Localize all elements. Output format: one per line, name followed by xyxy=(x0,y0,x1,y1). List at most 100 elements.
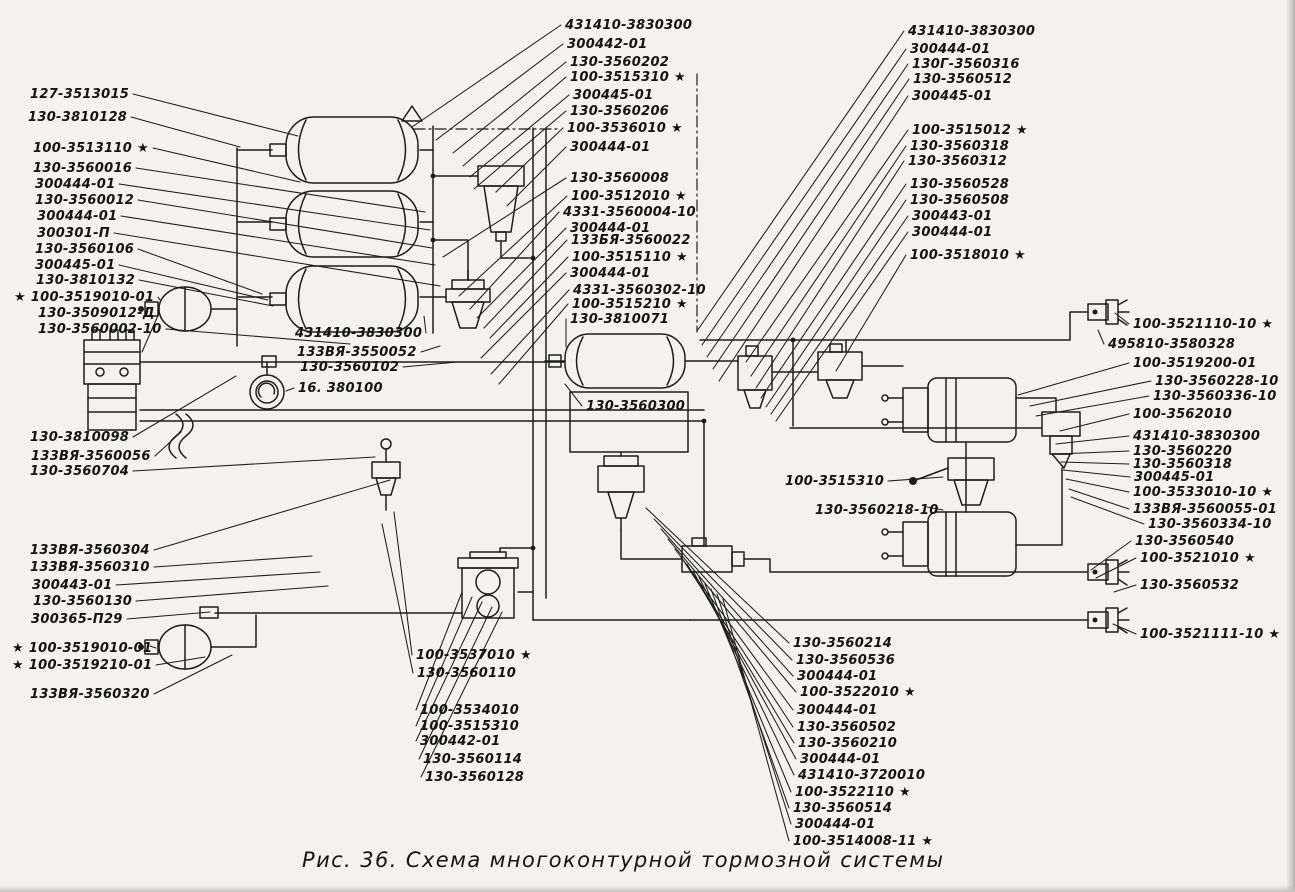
leader-line xyxy=(1017,362,1130,396)
leader-line xyxy=(462,76,567,167)
leader-line xyxy=(1114,312,1130,325)
part-label: 130-3560114 xyxy=(423,752,523,767)
leader-line xyxy=(692,570,797,760)
part-label: 300445-01 xyxy=(1134,470,1215,485)
part-label: 133ВЯ-3550052 xyxy=(297,345,417,360)
leader-line xyxy=(564,383,583,407)
leader-line xyxy=(722,598,790,842)
part-label: 300444-01 xyxy=(570,140,651,155)
leader-line xyxy=(498,303,569,385)
leader-line xyxy=(113,232,441,287)
part-label: 130-3560130 xyxy=(33,594,133,609)
part-label: 100-3521010 ★ xyxy=(1140,551,1256,566)
part-label: 130-3560704 xyxy=(30,464,130,479)
pipelines xyxy=(139,125,1089,648)
air-reservoir-middle xyxy=(269,190,419,258)
part-label: 300365-П29 xyxy=(31,612,123,627)
leader-line xyxy=(420,611,503,778)
rear-brake-chamber-lower xyxy=(881,511,1017,577)
leader-line xyxy=(126,611,211,620)
part-label: 300443-01 xyxy=(32,578,113,593)
single-protection-valve xyxy=(737,345,773,409)
leader-line xyxy=(506,146,567,207)
part-label: 130-3560532 xyxy=(1140,578,1240,593)
leader-line xyxy=(137,199,433,249)
leader-line xyxy=(153,654,233,695)
part-label: 300445-01 xyxy=(573,88,654,103)
hose-coupling-bottom xyxy=(1087,607,1130,634)
leader-line xyxy=(696,30,905,332)
leader-line xyxy=(154,431,182,457)
leader-line xyxy=(1055,435,1130,445)
part-label: ★ 100-3519210-01 xyxy=(12,658,153,673)
leader-line xyxy=(420,345,441,353)
leader-line xyxy=(423,315,427,334)
part-label: 100-3514008-11 ★ xyxy=(793,834,934,849)
leader-line xyxy=(686,563,795,744)
part-label: 130-3560508 xyxy=(910,193,1010,208)
frame-contour xyxy=(413,73,698,333)
leader-line xyxy=(887,476,944,482)
part-label: 100-3521111-10 ★ xyxy=(1140,627,1281,642)
part-label: 130-3560220 xyxy=(1133,444,1233,459)
leader-line xyxy=(118,183,431,231)
leader-line xyxy=(132,93,299,137)
part-label: 130-3560128 xyxy=(425,770,525,785)
double-protection-valve xyxy=(817,343,863,399)
part-label: 431410-3830300 xyxy=(565,18,693,33)
part-label: 130Г-3560316 xyxy=(912,57,1020,72)
part-label: 130-3560210 xyxy=(798,736,898,751)
pressure-gauge xyxy=(249,374,285,410)
part-label: 130-3560214 xyxy=(793,636,893,651)
leader-line xyxy=(1097,329,1105,345)
part-label: 130-3560218-10 xyxy=(815,503,939,518)
part-label: 130-3560228-10 xyxy=(1155,374,1279,389)
brake-force-regulator xyxy=(909,457,995,506)
part-label: 300445-01 xyxy=(35,258,116,273)
part-label: 133ВЯ-3560304 xyxy=(30,543,150,558)
leader-line xyxy=(1057,450,1130,455)
leader-line xyxy=(153,479,391,551)
part-label: 300444-01 xyxy=(35,177,116,192)
leader-line xyxy=(495,127,564,193)
part-label: 100-3519200-01 xyxy=(1133,356,1257,371)
leader-line xyxy=(718,95,909,382)
leader-line xyxy=(653,518,793,661)
two-section-brake-valve xyxy=(457,551,519,619)
part-label: 133ВЯ-3560056 xyxy=(31,449,151,464)
part-label: 300444-01 xyxy=(797,669,878,684)
leader-line xyxy=(770,215,909,415)
part-label: 100-3515012 ★ xyxy=(912,123,1028,138)
leader-line xyxy=(706,63,909,358)
center-air-reservoir xyxy=(548,333,686,389)
leader-line xyxy=(701,48,907,346)
leader-line xyxy=(120,215,436,266)
part-label: 130-3560202 xyxy=(570,55,670,70)
leader-line xyxy=(435,43,564,141)
brake-valve-unit xyxy=(83,329,141,431)
leader-line xyxy=(480,272,567,359)
leader-line xyxy=(1090,540,1132,571)
leader-line xyxy=(415,591,463,711)
figure-caption: Рис. 36. Схема многоконтурной тормозной … xyxy=(302,848,945,872)
leader-line xyxy=(415,601,483,742)
part-label: 100-3512010 ★ xyxy=(571,189,687,204)
leader-line xyxy=(765,199,907,408)
leader-line xyxy=(469,211,560,310)
leader-line xyxy=(1065,478,1130,493)
leader-line xyxy=(704,583,792,793)
leader-line xyxy=(755,160,905,389)
leader-line xyxy=(483,239,568,329)
leader-line xyxy=(760,183,907,399)
leader-line xyxy=(415,596,473,727)
leader-line xyxy=(458,195,568,297)
leader-line xyxy=(476,227,567,319)
part-label: 130-3810071 xyxy=(570,312,670,327)
leader-line xyxy=(1070,496,1145,525)
reservoir-mount-bracket xyxy=(401,105,423,122)
part-label: 4331-3560302-10 xyxy=(573,283,706,298)
leader-line xyxy=(165,328,351,345)
leader-line xyxy=(1068,488,1130,510)
leader-line xyxy=(1113,584,1137,593)
part-label: 100-3534010 xyxy=(420,703,520,718)
